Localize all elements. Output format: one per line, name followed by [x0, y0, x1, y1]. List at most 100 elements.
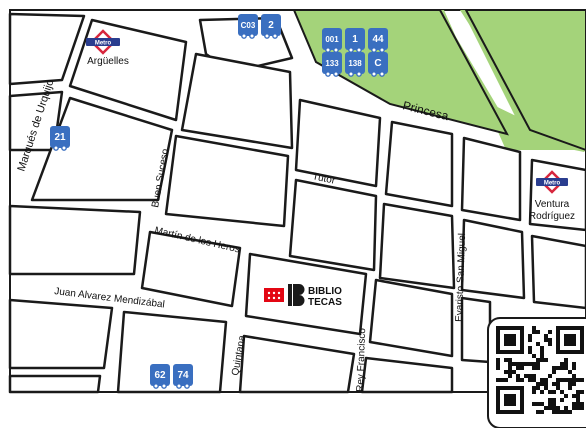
block: [294, 98, 382, 188]
bus-stop-badge[interactable]: 62: [150, 364, 170, 389]
bus-wheel-icon: [249, 33, 255, 39]
bus-wheel-icon: [184, 383, 190, 389]
bus-stop-badge[interactable]: C03: [238, 14, 258, 39]
bus-stop-badge[interactable]: 1: [345, 28, 365, 53]
street-label-evaristo-san-miguel: Evaristo San Miguel: [454, 233, 468, 322]
bus-line-number: 21: [54, 132, 66, 143]
street-label-tutor: Tutor: [311, 171, 336, 187]
block: [378, 202, 456, 290]
bus-line-number: 44: [372, 34, 384, 45]
block: [528, 158, 586, 232]
block: [8, 298, 114, 370]
bus-stop-badge[interactable]: 001: [322, 28, 342, 53]
bus-wheel-icon: [161, 383, 167, 389]
bus-stop-badge[interactable]: 74: [173, 364, 193, 389]
metro-station-name: Argüelles: [87, 56, 129, 67]
block: [140, 230, 242, 308]
metro-station-ventura-rodriguez[interactable]: Metro Ventura Rodríguez: [529, 170, 575, 222]
bus-stop-badge[interactable]: 21: [50, 126, 70, 151]
bus-stop-badge[interactable]: 138: [345, 52, 365, 77]
bus-icon: [50, 126, 70, 148]
bus-icon: [261, 14, 281, 36]
bus-stop-badge[interactable]: C: [368, 52, 388, 77]
bus-icon: [368, 52, 388, 74]
bus-line-number: 74: [177, 370, 189, 381]
bus-wheel-icon: [356, 71, 362, 77]
bus-icon: [345, 52, 365, 74]
metro-logo-bar: [536, 178, 568, 186]
block: [460, 136, 522, 222]
bus-icon: [368, 28, 388, 50]
metro-station-name-line1: Ventura: [535, 199, 570, 210]
block: [30, 96, 174, 202]
bus-line-number: 1: [352, 34, 358, 45]
block: [368, 278, 454, 358]
bus-stop-badge[interactable]: 133: [322, 52, 342, 77]
bus-icon: [150, 364, 170, 386]
block: [530, 234, 586, 310]
metro-logo-bar: [86, 38, 120, 46]
bibliotecas-logo: BIBLIO TECAS: [264, 284, 342, 308]
bus-wheel-icon: [264, 33, 270, 39]
madrid-stars-icon: [267, 291, 281, 300]
bus-stop-badge[interactable]: 44: [368, 28, 388, 53]
bus-wheel-icon: [379, 47, 385, 53]
block: [164, 134, 290, 228]
bus-line-number: C: [374, 58, 381, 69]
qr-code[interactable]: [487, 317, 586, 428]
bus-wheel-icon: [153, 383, 159, 389]
block: [288, 178, 378, 272]
bus-wheel-icon: [333, 71, 339, 77]
bus-icon: [322, 52, 342, 74]
metro-badge-label: Metro: [95, 41, 112, 47]
library-logo-line1: BIBLIO: [308, 286, 342, 297]
park-block-right: [464, 9, 586, 152]
bus-wheel-icon: [348, 71, 354, 77]
block: [8, 12, 86, 86]
bus-line-number: 001: [325, 35, 339, 44]
block: [8, 204, 142, 276]
bus-stop-badge[interactable]: 2: [261, 14, 281, 39]
bus-line-number: 133: [325, 59, 339, 68]
bus-wheel-icon: [348, 47, 354, 53]
bus-wheel-icon: [325, 47, 331, 53]
block: [238, 334, 356, 394]
bus-wheel-icon: [333, 47, 339, 53]
bus-icon: [322, 28, 342, 50]
block: [360, 356, 454, 394]
library-b-stem: [288, 284, 292, 306]
bus-wheel-icon: [241, 33, 247, 39]
block: [460, 296, 492, 364]
block: [180, 52, 294, 150]
bus-wheel-icon: [371, 71, 377, 77]
bus-line-number: 138: [348, 59, 362, 68]
block: [244, 252, 368, 336]
bus-wheel-icon: [356, 47, 362, 53]
bus-line-number: C03: [241, 21, 256, 30]
bus-wheel-icon: [325, 71, 331, 77]
qr-code-image: [496, 326, 584, 414]
bus-wheel-icon: [176, 383, 182, 389]
block: [8, 374, 102, 394]
bus-wheel-icon: [61, 145, 67, 151]
block: [460, 218, 526, 300]
bus-icon: [173, 364, 193, 386]
bus-icon: [345, 28, 365, 50]
bus-wheel-icon: [272, 33, 278, 39]
metro-station-arguelles[interactable]: Metro Argüelles: [86, 29, 129, 67]
block: [384, 120, 454, 208]
bus-icon: [238, 14, 258, 36]
madrid-flag-icon: [264, 288, 284, 302]
metro-station-name-line2: Rodríguez: [529, 211, 575, 222]
library-b-icon: [293, 284, 305, 306]
metro-badge-label: Metro: [544, 181, 561, 187]
bus-stops: C03 2 001 1 44 133 138 C 21 62 74: [50, 14, 388, 389]
library-logo-line2: TECAS: [308, 297, 342, 308]
bus-line-number: 62: [154, 370, 166, 381]
bus-wheel-icon: [371, 47, 377, 53]
bus-line-number: 2: [268, 20, 274, 31]
street-label-rey-francisco: Rey Francisco: [355, 327, 368, 392]
bus-wheel-icon: [53, 145, 59, 151]
bus-wheel-icon: [379, 71, 385, 77]
